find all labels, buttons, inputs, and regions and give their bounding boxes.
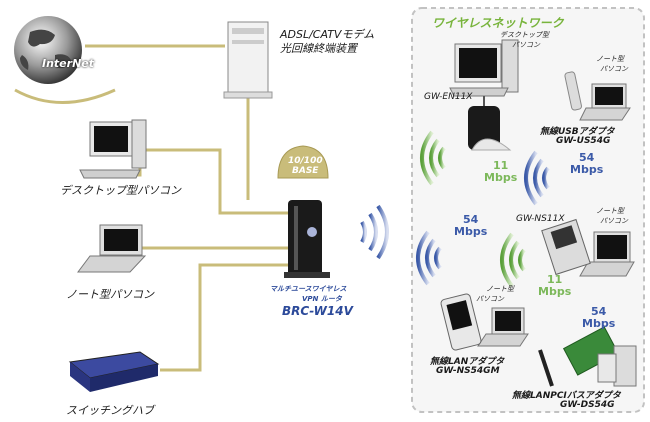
router-model: BRC-W14V [282,304,353,318]
pci-adapter-label2: GW-DS54G [560,400,615,410]
gw-en11x-device [468,96,512,151]
wireless-desktop-2 [597,345,637,387]
base-badge [277,145,329,179]
internet-globe [14,16,82,84]
cable-switch-router [160,263,290,372]
desktop-label: デスクトップ型パソコン [60,184,181,197]
switch-label: スイッチングハブ [66,404,154,417]
modem-label-line1: ADSL/CATVモデム [280,28,375,41]
internet-label: InterNet [42,57,94,70]
wireless-title: ワイヤレスネットワーク [432,16,564,30]
wireless-desktop-label1: デスクトップ型 [500,31,549,39]
wireless-desktop [449,39,519,97]
gw-ns11x-label: GW-NS11X [516,214,565,224]
notebook-pc [77,224,147,273]
router-device [284,200,330,278]
usb-adapter-device [564,71,582,111]
wireless-notebook1-label1: ノート型 [596,55,624,63]
base-badge-line2: BASE [292,166,319,176]
usb-adapter-label1: 無線USBアダプタ [540,127,615,137]
wireless-notebook-3 [477,307,529,347]
wireless-notebook-2 [579,231,635,277]
wireless-notebook1-label2: パソコン [600,65,628,73]
internet-arc [14,88,116,104]
gw-en11x-label: GW-EN11X [424,92,473,102]
gw-ns54gm-pda [440,293,482,351]
base-badge-line1: 10/100 [288,156,323,166]
gw-ns11x-card [541,218,591,276]
router-label-line2: VPN ルータ [302,295,342,303]
wireless-notebook2-label2: パソコン [600,217,628,225]
wireless-notebook3-label2: パソコン [476,295,504,303]
wireless-notebook2-label1: ノート型 [596,207,624,215]
lan-adapter-label2: GW-NS54GM [436,366,500,376]
lan-adapter-label1: 無線LANアダプタ [430,357,505,367]
modem-label-line2: 光回線終端装置 [280,42,357,55]
notebook-label: ノート型パソコン [66,288,154,301]
modem-tower [223,21,273,99]
usb-adapter-label2: GW-US54G [556,136,611,146]
pci-adapter-label1: 無線LANPCIバスアダプタ [512,391,621,401]
wireless-notebook3-label1: ノート型 [486,285,514,293]
wireless-notebook-1 [579,83,631,121]
wireless-desktop-label2: パソコン [512,41,540,49]
desktop-pc [79,119,147,179]
router-wifi-waves [360,204,389,260]
panel-wifi-waves [416,130,550,288]
switching-hub [68,351,160,392]
router-label-line1: マルチユースワイヤレス [270,285,347,293]
